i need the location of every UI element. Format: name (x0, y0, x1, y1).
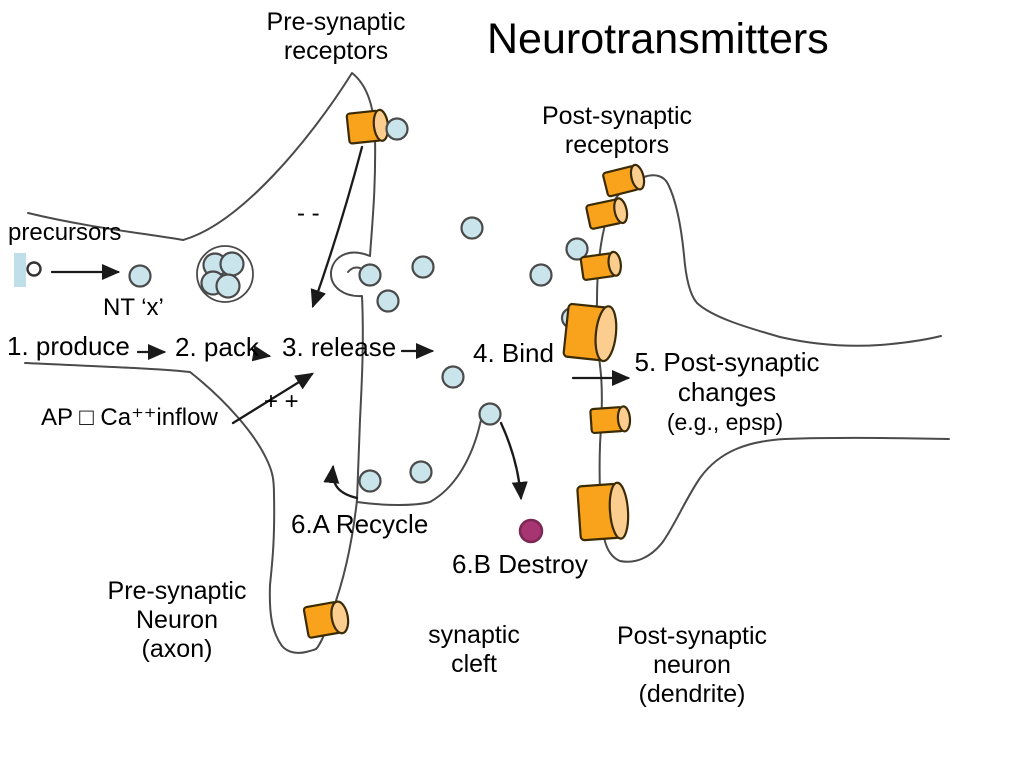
minus-minus-annotation: - - (297, 200, 320, 227)
arrow-destroy (499, 421, 528, 501)
post-synaptic-receptor (589, 405, 632, 435)
nt-molecule (411, 255, 435, 279)
nt-molecule (358, 263, 382, 287)
step-destroy-label: 6.B Destroy (452, 549, 588, 579)
step-pack-label: 2. pack (175, 332, 259, 362)
nt-x-label: NT ‘x’ (103, 294, 164, 321)
step-release-label: 3. release (282, 332, 397, 362)
pre-synaptic-autoreceptor (345, 108, 390, 145)
pre-synaptic-membrane-top (27, 72, 377, 501)
synaptic-cleft-label: synaptic cleft (428, 621, 520, 678)
arrow-autoreceptor-inhibition (310, 145, 364, 309)
precursors-label: precursors (8, 219, 122, 246)
arrow-recycle (323, 464, 359, 500)
nt-molecule (441, 365, 465, 389)
step-produce-label: 1. produce (7, 331, 130, 361)
axon-terminal-transporter (302, 600, 350, 639)
arrow-pack-to-release (251, 345, 272, 362)
ap-ca-inflow-label: AP □ Ca⁺⁺inflow (41, 404, 218, 431)
post-synaptic-neuron-label: Post-synaptic neuron (dendrite) (616, 622, 768, 708)
destroyed-nt (518, 518, 544, 544)
nt-molecule (376, 289, 400, 313)
post-synaptic-receptor (585, 197, 629, 230)
post-synaptic-membrane-right (643, 174, 942, 347)
nt-molecule (529, 263, 553, 287)
cleft-bottom-line (356, 415, 483, 506)
nt-molecule (128, 264, 152, 288)
pre-synaptic-neuron-label: Pre-synaptic Neuron (axon) (107, 577, 247, 663)
post-synaptic-receptors-label: Post-synaptic receptors (541, 102, 693, 159)
nt-molecule (409, 460, 433, 484)
pre-synaptic-receptors-label: Pre-synaptic receptors (266, 8, 406, 65)
plus-plus-annotation: + + (264, 388, 299, 415)
post-synaptic-receptor (579, 250, 622, 281)
step-recycle-label: 6.A Recycle (291, 509, 429, 539)
arrow-ca-inflow (231, 372, 314, 425)
nt-molecule (358, 469, 382, 493)
vesicle-fusion-dash (347, 266, 361, 273)
post-synaptic-receptor-large (562, 302, 618, 363)
post-synaptic-receptor-large (576, 481, 630, 542)
pre-synaptic-membrane-left (24, 362, 317, 654)
page-title: Neurotransmitters (487, 15, 829, 63)
nt-molecule (565, 237, 589, 261)
step-bind-label: 4. Bind (473, 338, 554, 368)
step-post-changes-label: 5. Post-synaptic changes (634, 347, 820, 408)
step-post-changes-example: (e.g., epsp) (666, 409, 784, 435)
nt-molecule (385, 117, 409, 141)
post-synaptic-receptor (602, 163, 646, 198)
nt-molecule (460, 216, 484, 240)
precursor-icon (14, 253, 42, 287)
vesicle (196, 245, 254, 303)
nt-molecule (478, 402, 502, 426)
